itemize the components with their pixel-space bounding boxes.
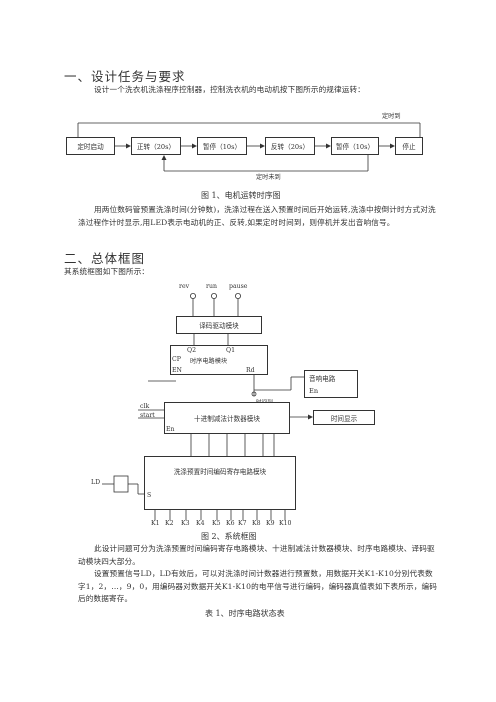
counter-en: En <box>166 426 175 433</box>
paragraph-modules: 此设计问题可分为洗涤预置时间编码寄存电路模块、十进制减法计数器模块、时序电路模块… <box>78 544 435 566</box>
section-1-heading: 一、设计任务与要求 <box>64 69 186 84</box>
figure-2-system-diagram: rev run pause 译码驱动模块 Q2 Q1 CP 时序电路模块 EN … <box>86 280 416 536</box>
key-k8: K8 <box>252 520 261 527</box>
output-rev: rev <box>179 283 190 290</box>
counter-module: 十进制减法计数器模块 <box>164 402 290 434</box>
box-reverse: 反转（20s） <box>265 137 315 155</box>
box-stop: 停止 <box>395 137 423 155</box>
figure-1-connectors <box>77 122 421 172</box>
counter-title: 十进制减法计数器模块 <box>194 415 260 423</box>
counter-clk: clk <box>140 403 150 410</box>
label-time-not-up: 定时未到 <box>256 174 281 181</box>
preset-module: 洗涤预置时间编码寄存电路模块 <box>144 456 296 510</box>
paragraph-timing: 用两位数码管预置洗涤时间(分钟数)，洗涤过程在送入预置时间后开始运转,洗涤中按倒… <box>78 205 436 227</box>
timing-en: EN <box>172 367 182 374</box>
section-2-intro: 其系统框图如下图所示： <box>64 267 150 276</box>
box-forward: 正转（20s） <box>131 137 181 155</box>
figure-1-timing-diagram: 定时到 定时启动 正转（20s） 暂停（10s） 反转（20s） 暂停（10s）… <box>60 108 440 188</box>
key-k4: K4 <box>196 520 205 527</box>
figure-2-wires <box>102 292 313 520</box>
key-k5: K5 <box>212 520 221 527</box>
timing-module <box>170 345 268 375</box>
timing-rd: Rd <box>246 367 255 374</box>
key-k10: K10 <box>279 520 292 527</box>
key-k3: K3 <box>181 520 190 527</box>
timing-title: 时序电路模块 <box>190 358 228 365</box>
box-pause-2: 暂停（10s） <box>331 137 379 155</box>
key-k7: K7 <box>238 520 247 527</box>
counter-start: start <box>140 412 155 419</box>
preset-s: S <box>147 492 152 499</box>
label-time-up: 定时到 <box>382 113 401 120</box>
timing-q2: Q2 <box>187 347 197 354</box>
sound-title: 音响电路 <box>309 375 336 383</box>
sound-en: En <box>309 387 319 395</box>
figure-2-caption: 图 2、系统框图 <box>201 532 257 541</box>
key-k2: K2 <box>165 520 174 527</box>
key-k6: K6 <box>226 520 235 527</box>
output-run: run <box>206 283 217 290</box>
sound-module: 音响电路 En <box>304 370 358 398</box>
section-1-intro: 设计一个洗衣机洗涤程序控制器，控制洗衣机的电动机按下图所示的规律运转： <box>94 85 366 94</box>
timing-q1: Q1 <box>226 347 236 354</box>
figure-1-caption: 图 1、电机运转时序图 <box>201 191 281 200</box>
table-1-caption: 表 1、时序电路状态表 <box>205 609 285 618</box>
display-module: 时间显示 <box>313 410 375 425</box>
decoder-module: 译码驱动模块 <box>176 316 262 334</box>
ld-input: LD <box>91 479 101 486</box>
key-k1: K1 <box>151 520 160 527</box>
preset-title: 洗涤预置时间编码寄存电路模块 <box>173 468 267 476</box>
timing-cp: CP <box>172 356 181 363</box>
output-pause: pause <box>229 283 248 290</box>
box-pause-1: 暂停（10s） <box>197 137 247 155</box>
box-timer-start: 定时启动 <box>66 137 115 155</box>
section-2-heading: 二、总体框图 <box>64 251 146 266</box>
paragraph-preset: 设置预置信号LD，LD有效后，可以对洗涤时间计数器进行预置数，用数据开关K1-K… <box>78 569 437 604</box>
key-k9: K9 <box>266 520 275 527</box>
